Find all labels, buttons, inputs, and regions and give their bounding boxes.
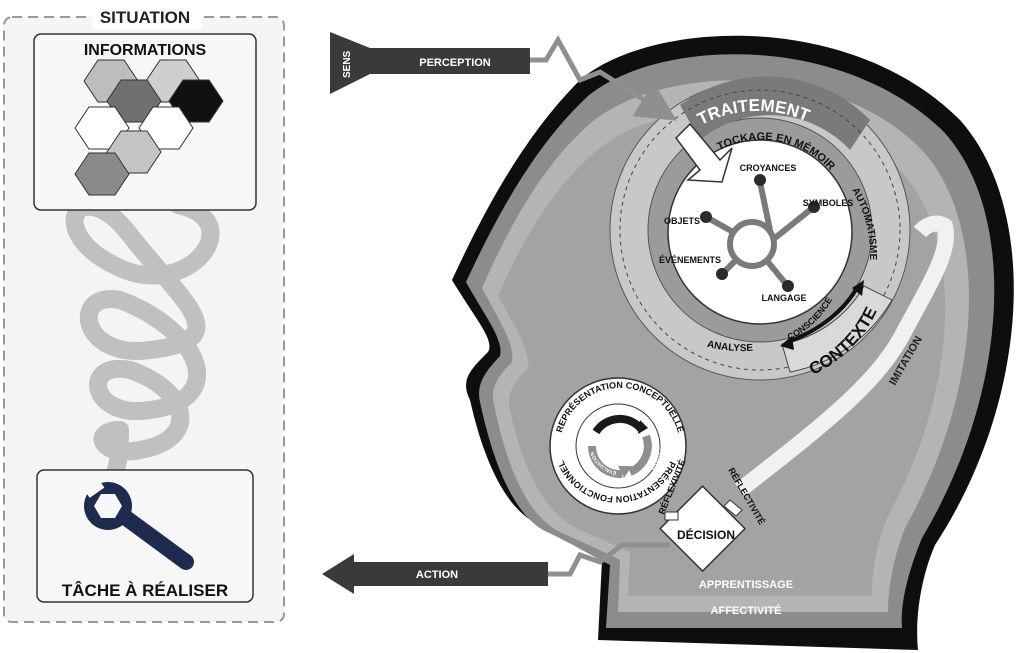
information-hexagons (74, 59, 224, 196)
affectivite-label: AFFECTIVITÉ (711, 604, 782, 617)
wrench-icon (81, 476, 194, 570)
evenements-label: ÉVÉNEMENTS (659, 255, 721, 265)
action-arrow: ACTION (322, 554, 548, 594)
perception-connector (530, 34, 677, 121)
situation-panel: SITUATION INFORMATIONS (3, 5, 285, 623)
croyances-label: CROYANCES (740, 163, 797, 173)
cycle-arrowhead-icon (638, 420, 648, 434)
memory-core (667, 139, 853, 325)
apprentissage-label: APPRENTISSAGE (699, 579, 793, 591)
sens-label: SENS (342, 50, 353, 78)
action-label: ACTION (416, 569, 458, 581)
cycle-arrows (587, 414, 652, 479)
memory-nodes (700, 174, 820, 292)
perception-label: PERCEPTION (419, 57, 491, 69)
informations-title: INFORMATIONS (84, 42, 207, 59)
input-arrow-icon (675, 122, 733, 183)
objets-label: OBJETS (664, 216, 700, 226)
memory-hub (706, 181, 812, 286)
sens-arrow: SENS PERCEPTION (330, 32, 530, 94)
situation-title: SITUATION (100, 8, 190, 27)
decision-label: DÉCISION (677, 527, 735, 542)
langage-label: LANGAGE (762, 293, 807, 303)
action-connector (548, 542, 670, 577)
imitation-path (735, 215, 954, 497)
tache-title: TÂCHE À RÉALISER (62, 581, 228, 600)
symboles-label: SYMBOLES (803, 198, 854, 208)
conscience-double-arrow (787, 285, 860, 344)
